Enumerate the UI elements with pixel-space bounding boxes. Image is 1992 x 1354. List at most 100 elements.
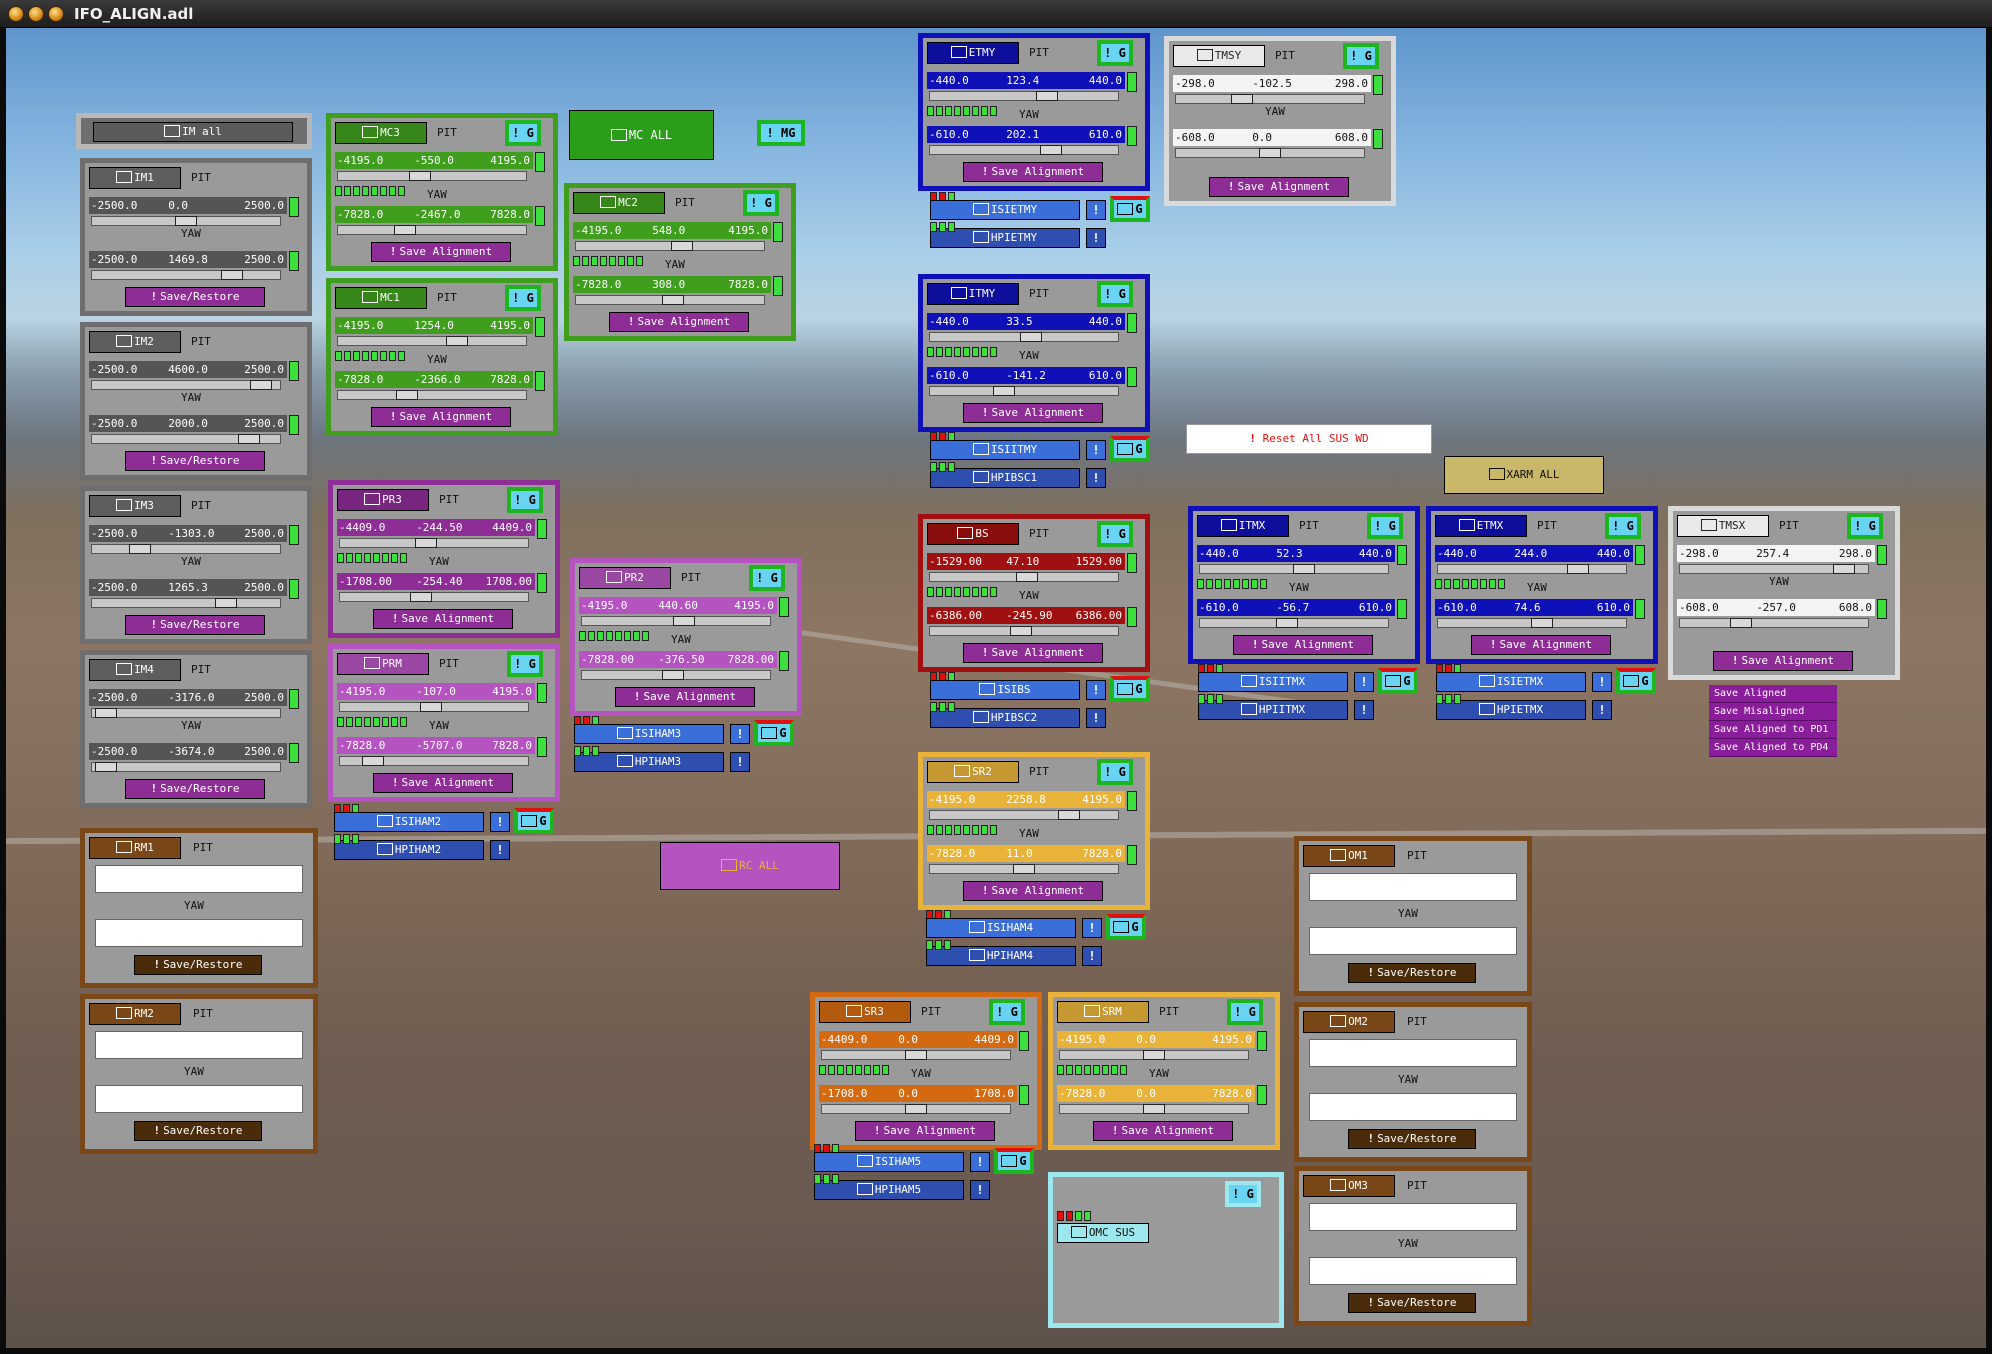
- hpi-bang-button[interactable]: !: [1086, 228, 1106, 248]
- slider-thumb[interactable]: [1567, 564, 1590, 574]
- alignment-slider[interactable]: [91, 216, 281, 226]
- g-button-etmx[interactable]: ! G: [1605, 513, 1641, 539]
- alignment-slider[interactable]: [821, 1050, 1011, 1060]
- alignment-slider[interactable]: [91, 434, 281, 444]
- g-button-sr3[interactable]: ! G: [989, 999, 1025, 1025]
- save-restore-button[interactable]: !Save/Restore: [134, 955, 262, 975]
- slider-thumb[interactable]: [661, 670, 684, 680]
- slider-thumb[interactable]: [128, 544, 151, 554]
- alignment-slider[interactable]: [1199, 618, 1389, 628]
- g-button-pr2[interactable]: ! G: [749, 565, 785, 591]
- save-button-itmx[interactable]: !Save Alignment: [1233, 635, 1373, 655]
- slider-thumb[interactable]: [905, 1050, 927, 1060]
- menu-item[interactable]: Save Misaligned: [1709, 703, 1837, 721]
- hpi-bang-button[interactable]: !: [1592, 700, 1612, 720]
- save-button-mc2[interactable]: !Save Alignment: [609, 312, 749, 332]
- camera-button-etmy[interactable]: ETMY: [927, 42, 1019, 64]
- g-button-etmy[interactable]: ! G: [1097, 40, 1133, 66]
- camera-button-mc2[interactable]: MC2: [573, 192, 665, 214]
- maximize-window-icon[interactable]: [48, 6, 64, 22]
- camera-button-sr2[interactable]: SR2: [927, 761, 1019, 783]
- hpi-button[interactable]: HPIITMX: [1198, 700, 1348, 720]
- isi-g-button[interactable]: G: [754, 720, 794, 746]
- slider-thumb[interactable]: [1729, 618, 1752, 628]
- slider-thumb[interactable]: [1013, 864, 1035, 874]
- g-button-srm[interactable]: ! G: [1227, 999, 1263, 1025]
- slider-thumb[interactable]: [1292, 564, 1315, 574]
- save-button-bs[interactable]: !Save Alignment: [963, 643, 1103, 663]
- save-restore-button[interactable]: !Save/Restore: [134, 1121, 262, 1141]
- save-button-im1[interactable]: !Save/Restore: [125, 287, 265, 307]
- hpi-bang-button[interactable]: !: [1082, 946, 1102, 966]
- isi-button[interactable]: ISIHAM5: [814, 1152, 964, 1172]
- hpi-bang-button[interactable]: !: [1354, 700, 1374, 720]
- slider-thumb[interactable]: [238, 434, 261, 444]
- isi-g-button[interactable]: G: [1110, 436, 1150, 462]
- save-button-tmsy[interactable]: !Save Alignment: [1209, 177, 1349, 197]
- save-button-im2[interactable]: !Save/Restore: [125, 451, 265, 471]
- alignment-slider[interactable]: [929, 145, 1119, 155]
- alignment-slider[interactable]: [929, 91, 1119, 101]
- alignment-slider[interactable]: [1175, 94, 1365, 104]
- slider-thumb[interactable]: [1832, 564, 1855, 574]
- xarm-all-button[interactable]: XARM ALL: [1444, 456, 1604, 494]
- g-button-mc2[interactable]: ! G: [743, 190, 779, 216]
- alignment-slider[interactable]: [929, 864, 1119, 874]
- alignment-slider[interactable]: [581, 670, 771, 680]
- camera-button-mc3[interactable]: MC3: [335, 122, 427, 144]
- isi-g-button[interactable]: G: [1378, 668, 1418, 694]
- save-button-mc1[interactable]: !Save Alignment: [371, 407, 511, 427]
- alignment-slider[interactable]: [91, 380, 281, 390]
- hpi-button[interactable]: HPIHAM2: [334, 840, 484, 860]
- slider-thumb[interactable]: [670, 241, 693, 251]
- alignment-slider[interactable]: [339, 756, 529, 766]
- slider-thumb[interactable]: [414, 538, 437, 548]
- camera-button-om1[interactable]: OM1: [1303, 845, 1395, 867]
- slider-thumb[interactable]: [445, 336, 468, 346]
- alignment-slider[interactable]: [1679, 564, 1869, 574]
- hpi-button[interactable]: HPIETMY: [930, 228, 1080, 248]
- alignment-slider[interactable]: [581, 616, 771, 626]
- alignment-slider[interactable]: [91, 762, 281, 772]
- g-button-itmy[interactable]: ! G: [1097, 281, 1133, 307]
- alignment-slider[interactable]: [91, 708, 281, 718]
- alignment-slider[interactable]: [337, 390, 527, 400]
- alignment-slider[interactable]: [91, 544, 281, 554]
- hpi-button[interactable]: HPIBSC2: [930, 708, 1080, 728]
- im-all-button[interactable]: IM all: [93, 122, 293, 142]
- isi-bang-button[interactable]: !: [1086, 440, 1106, 460]
- isi-bang-button[interactable]: !: [1086, 680, 1106, 700]
- alignment-slider[interactable]: [91, 270, 281, 280]
- camera-button-sr3[interactable]: SR3: [819, 1001, 911, 1023]
- slider-thumb[interactable]: [1036, 91, 1059, 101]
- save-restore-button[interactable]: !Save/Restore: [1348, 1129, 1476, 1149]
- g-button-mc3[interactable]: ! G: [505, 120, 541, 146]
- isi-bang-button[interactable]: !: [1592, 672, 1612, 692]
- slider-thumb[interactable]: [1230, 94, 1253, 104]
- isi-button[interactable]: ISIITMX: [1198, 672, 1348, 692]
- camera-button-om3[interactable]: OM3: [1303, 1175, 1395, 1197]
- alignment-slider[interactable]: [1679, 618, 1869, 628]
- camera-button-im2[interactable]: IM2: [89, 331, 181, 353]
- isi-g-button[interactable]: G: [1106, 914, 1146, 940]
- hpi-bang-button[interactable]: !: [1086, 708, 1106, 728]
- slider-thumb[interactable]: [394, 225, 417, 235]
- slider-thumb[interactable]: [175, 216, 197, 226]
- save-button-sr2[interactable]: !Save Alignment: [963, 881, 1103, 901]
- camera-button-pr3[interactable]: PR3: [337, 489, 429, 511]
- slider-thumb[interactable]: [95, 762, 118, 772]
- save-button-etmx[interactable]: !Save Alignment: [1471, 635, 1611, 655]
- hpi-bang-button[interactable]: !: [970, 1180, 990, 1200]
- slider-thumb[interactable]: [662, 295, 685, 305]
- save-button-im4[interactable]: !Save/Restore: [125, 779, 265, 799]
- slider-thumb[interactable]: [1057, 810, 1080, 820]
- alignment-slider[interactable]: [1437, 564, 1627, 574]
- isi-bang-button[interactable]: !: [1086, 200, 1106, 220]
- camera-button-mc1[interactable]: MC1: [335, 287, 427, 309]
- hpi-button[interactable]: HPIBSC1: [930, 468, 1080, 488]
- slider-thumb[interactable]: [361, 756, 384, 766]
- slider-thumb[interactable]: [905, 1104, 927, 1114]
- isi-bang-button[interactable]: !: [1082, 918, 1102, 938]
- g-button-pr3[interactable]: ! G: [507, 487, 543, 513]
- alignment-slider[interactable]: [929, 810, 1119, 820]
